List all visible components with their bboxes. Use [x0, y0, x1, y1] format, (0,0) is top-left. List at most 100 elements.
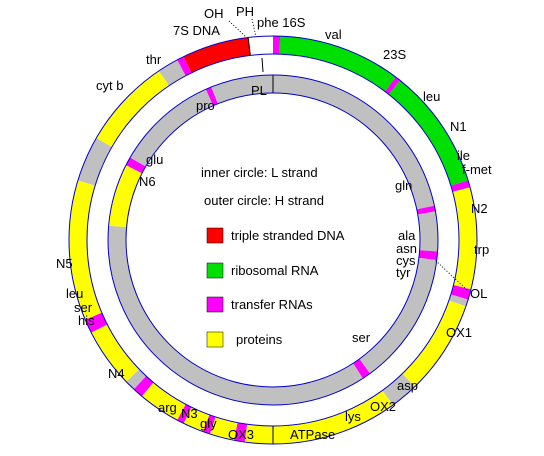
label-ol: OL [470, 286, 487, 301]
label-ala: ala [398, 228, 416, 243]
oh-leader [228, 20, 247, 38]
label-n5: N5 [56, 256, 73, 271]
label-ile: ile [457, 148, 470, 163]
label-cytb: cyt b [96, 78, 123, 93]
label-n2: N2 [471, 201, 488, 216]
label-23s: 23S [383, 47, 406, 62]
legend-label-transfer-rnas: transfer RNAs [231, 297, 313, 312]
outer-ring-segment-proteins [209, 416, 238, 441]
inner-ring-segment-noncoding [273, 75, 435, 210]
outer-ring-segment-ribosomal-rna [388, 80, 469, 186]
label-ox2: OX2 [370, 399, 396, 414]
outer-ring-segment-transfer-rna [203, 414, 216, 435]
label-n3: N3 [181, 406, 198, 421]
outer-ring-segment-triple-stranded-dna [183, 37, 251, 73]
outer-ring-segment-transfer-rna [177, 56, 192, 76]
label-ph: PH [236, 4, 254, 19]
label-phe-16s: phe 16S [257, 15, 306, 30]
outer-ring-segment-proteins [183, 407, 210, 432]
label-fmet: f-met [462, 162, 492, 177]
outer-ring-h-strand [68, 35, 478, 445]
outer-ring-segment-proteins [96, 70, 169, 147]
label-leu-left: leu [66, 286, 83, 301]
label-ser-left: ser [74, 300, 93, 315]
outer-ring-segment-noncoding [382, 373, 415, 406]
outer-ring-segment-ribosomal-rna [279, 36, 396, 92]
inner-ring-inner-edge [125, 92, 421, 388]
inner-ring-segment-transfer-rna [125, 157, 146, 174]
outer-ring-segment-white [248, 36, 273, 56]
label-leu-top: leu [423, 89, 440, 104]
label-lys: lys [345, 409, 361, 424]
label-asn: asn [396, 241, 417, 256]
inner-ring-segment-proteins [108, 165, 143, 228]
label-arg: arg [158, 400, 177, 415]
outer-ring-segment-proteins [244, 390, 393, 444]
label-ox1: OX1 [446, 325, 472, 340]
inner-ring-segment-transfer-rna [353, 358, 370, 379]
label-gly: gly [200, 416, 217, 431]
label-pl: PL [251, 83, 267, 98]
label-ser-inner: ser [352, 330, 371, 345]
legend-label-ribosomal-rna: ribosomal RNA [231, 263, 319, 278]
outer-ring-segment-proteins [91, 324, 140, 382]
inner-ring-segment-transfer-rna [416, 205, 436, 215]
outer-ring-segment-proteins [402, 300, 466, 387]
inner-ring-segment-noncoding [359, 257, 437, 374]
label-asp: asp [397, 378, 418, 393]
legend: inner circle: L strand outer circle: H s… [201, 165, 345, 348]
legend-swatch-triple-stranded-dna [206, 227, 224, 244]
outer-ring-segment-proteins [141, 382, 186, 421]
outer-ring-segment-transfer-rna [133, 376, 154, 397]
labels: OH PH 7S DNA phe 16S val 23S leu N1 ile … [56, 4, 492, 442]
outer-ring-segment-transfer-rna [384, 77, 400, 95]
outer-ring-segment-noncoding [448, 294, 469, 307]
label-n1: N1 [450, 119, 467, 134]
ol-leader [434, 259, 468, 291]
legend-swatch-proteins [206, 331, 224, 348]
label-pro: pro [196, 98, 215, 113]
outer-ring-segment-transfer-rna [234, 422, 248, 443]
leader-lines [228, 18, 468, 291]
legend-swatch-transfer-rnas [206, 296, 224, 313]
label-n6: N6 [139, 174, 156, 189]
outer-ring-segment-noncoding [126, 369, 147, 390]
outer-ring-segment-proteins [69, 180, 102, 320]
outer-ring-segment-transfer-rna [85, 312, 108, 333]
outer-ring-segment-transfer-rna [450, 284, 471, 300]
inner-ring-segment-transfer-rna [418, 250, 438, 261]
outer-ring-segment-transfer-rna [273, 36, 281, 55]
label-oh: OH [204, 6, 224, 21]
label-thr: thr [146, 52, 162, 67]
inner-ring-segment-transfer-rna [205, 87, 218, 106]
legend-label-triple-stranded-dna: triple stranded DNA [231, 228, 345, 243]
inner-ring-l-strand [107, 74, 439, 406]
inner-ring-segment-noncoding [130, 89, 214, 167]
label-his: his [78, 313, 95, 328]
inner-ring-segment-noncoding [107, 225, 363, 405]
label-cys: cys [396, 253, 416, 268]
outer-ring-segment-transfer-rna [177, 404, 192, 424]
label-atpase: ATPase [290, 427, 335, 442]
outer-ring-boundary-tick [247, 37, 251, 56]
label-val: val [325, 27, 342, 42]
label-ox3: OX3 [228, 427, 254, 442]
label-trp: trp [474, 242, 489, 257]
outer-ring-inner-edge [86, 53, 460, 427]
label-glu: glu [146, 152, 163, 167]
label-tyr: tyr [396, 265, 411, 280]
outer-ring-outer-edge [68, 35, 478, 445]
label-7s-dna: 7S DNA [173, 23, 220, 38]
label-n4: N4 [108, 366, 125, 381]
outer-ring-segment-transfer-rna [450, 180, 471, 192]
inner-ring-segment-noncoding [417, 211, 438, 252]
legend-label-proteins: proteins [236, 332, 283, 347]
inner-ring-outer-edge [107, 74, 439, 406]
pl-leader [261, 57, 264, 73]
outer-ring-segment-proteins [452, 187, 477, 290]
legend-swatch-ribosomal-rna [206, 262, 224, 279]
outer-ring-segment-noncoding [77, 138, 112, 186]
label-gln: gln [395, 178, 412, 193]
